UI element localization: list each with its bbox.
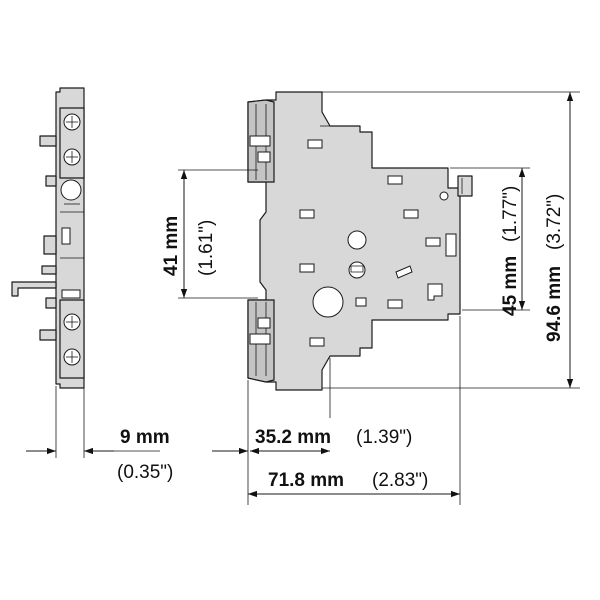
dim-94mm-imperial: (3.72")	[544, 194, 565, 250]
screw-top-2	[63, 148, 81, 166]
screw-bottom-2	[63, 348, 81, 366]
screw-bottom-1	[63, 313, 81, 331]
dim-35mm: 35.2 mm (1.39")	[212, 427, 412, 455]
dim-9mm-metric: 9 mm	[120, 427, 170, 448]
dim-94mm-metric: 94.6 mm	[544, 266, 565, 342]
dim-35mm-imperial: (1.39")	[356, 427, 412, 448]
dim-9mm-imperial: (0.35")	[117, 462, 173, 483]
dim-71mm-metric: 71.8 mm	[268, 470, 344, 491]
side-view	[11, 87, 85, 389]
front-view	[247, 91, 473, 391]
screw-top-1	[63, 113, 81, 131]
dim-94mm: 94.6 mm (3.72")	[544, 92, 574, 388]
dim-35mm-metric: 35.2 mm	[255, 427, 331, 448]
dim-41mm-metric: 41 mm	[161, 216, 182, 276]
dim-41mm: 41 mm (1.61")	[161, 170, 217, 298]
dim-45mm-metric: 45 mm	[500, 256, 521, 316]
dim-9mm: 9 mm (0.35")	[26, 427, 173, 483]
dim-41mm-imperial: (1.61")	[196, 220, 217, 276]
dim-45mm-imperial: (1.77")	[500, 186, 521, 242]
dim-71mm: 71.8 mm (2.83")	[248, 470, 460, 498]
dim-45mm: 45 mm (1.77")	[500, 168, 526, 316]
dim-71mm-imperial: (2.83")	[372, 470, 428, 491]
